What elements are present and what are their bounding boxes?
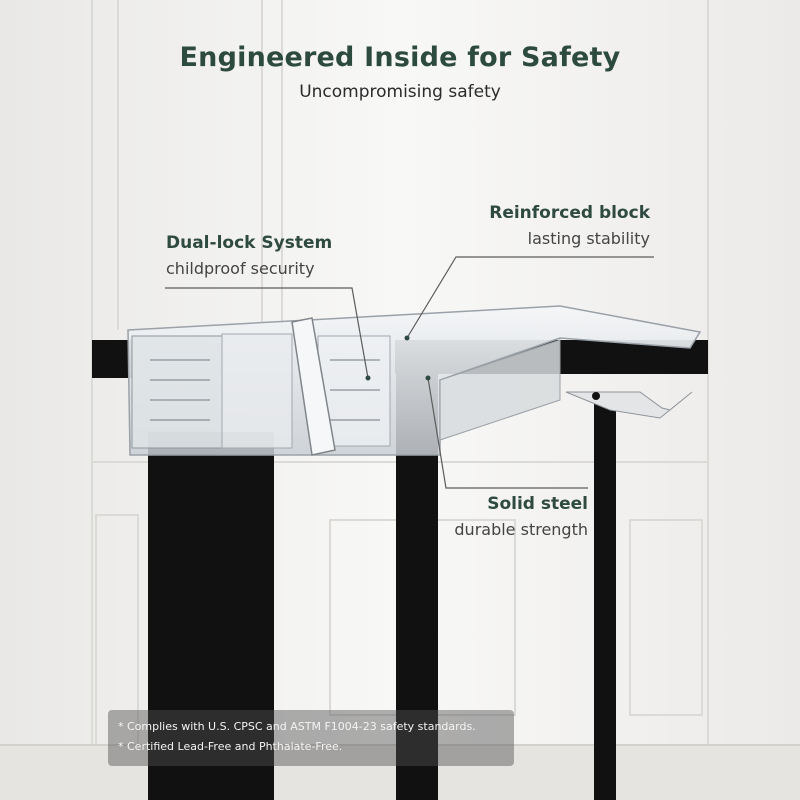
- callout-reinforced-block-title: Reinforced block: [489, 203, 650, 223]
- callout-lines: [165, 256, 654, 489]
- callout-solid-steel-title: Solid steel: [487, 494, 588, 514]
- callout-dual-lock: Dual-lock System childproof security: [166, 233, 332, 278]
- notes-box: [108, 710, 514, 766]
- callout-reinforced-block: Reinforced block lasting stability: [489, 203, 650, 248]
- note-certification: * Certified Lead-Free and Phthalate-Free…: [118, 740, 343, 753]
- note-compliance: * Complies with U.S. CPSC and ASTM F1004…: [118, 720, 476, 733]
- callout-dual-lock-subtitle: childproof security: [166, 259, 315, 278]
- page-subtitle: Uncompromising safety: [299, 82, 501, 102]
- page-title: Engineered Inside for Safety: [179, 42, 621, 73]
- callout-reinforced-block-subtitle: lasting stability: [527, 229, 650, 248]
- callout-solid-steel: Solid steel durable strength: [454, 494, 588, 539]
- callout-solid-steel-subtitle: durable strength: [454, 520, 588, 539]
- callout-dots: [365, 335, 431, 381]
- lock-housing: [127, 305, 702, 456]
- callout-dual-lock-title: Dual-lock System: [166, 233, 333, 253]
